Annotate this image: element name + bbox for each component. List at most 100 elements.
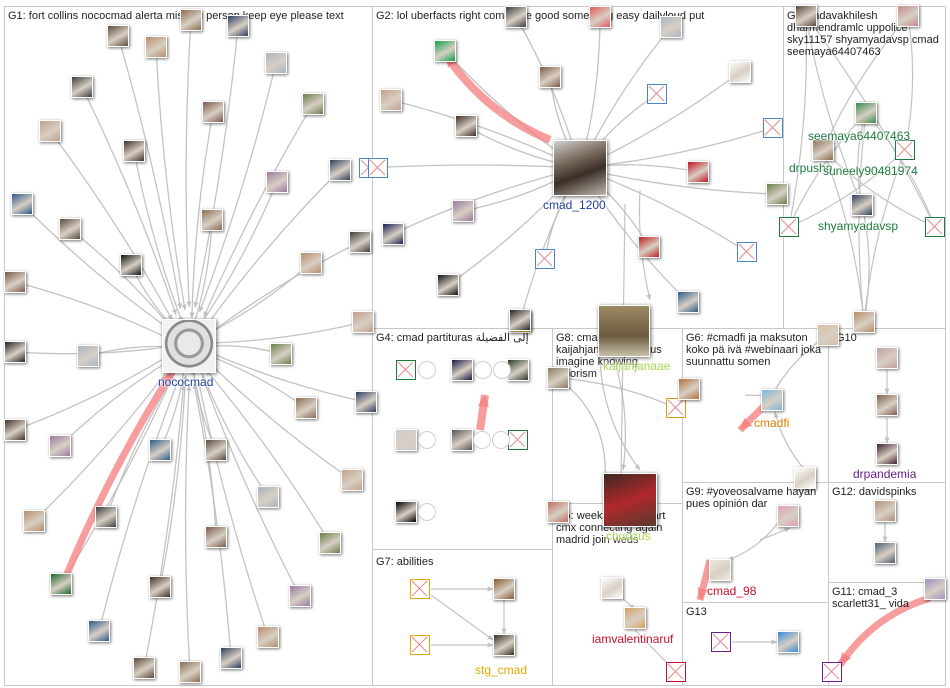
avatar-icon[interactable] xyxy=(876,394,898,416)
avatar-icon[interactable] xyxy=(4,419,26,441)
avatar-icon[interactable] xyxy=(874,542,896,564)
avatar-icon[interactable] xyxy=(257,626,279,648)
avatar-icon[interactable] xyxy=(897,5,919,27)
avatar-icon[interactable] xyxy=(677,291,699,313)
avatar-icon[interactable] xyxy=(23,510,45,532)
avatar-icon[interactable] xyxy=(145,36,167,58)
avatar-icon[interactable] xyxy=(4,271,26,293)
missing-image-icon[interactable] xyxy=(368,158,388,178)
missing-image-icon[interactable] xyxy=(895,140,915,160)
avatar-icon[interactable] xyxy=(505,6,527,28)
avatar-icon[interactable] xyxy=(795,5,817,27)
nococmad-avatar-icon[interactable] xyxy=(162,319,216,373)
avatar-icon[interactable] xyxy=(539,66,561,88)
missing-image-icon[interactable] xyxy=(396,360,416,380)
avatar-icon[interactable] xyxy=(270,343,292,365)
avatar-icon[interactable] xyxy=(876,443,898,465)
avatar-icon[interactable] xyxy=(266,171,288,193)
avatar-icon[interactable] xyxy=(349,231,371,253)
missing-image-icon[interactable] xyxy=(737,242,757,262)
avatar-icon[interactable] xyxy=(851,194,873,216)
missing-image-icon[interactable] xyxy=(711,632,731,652)
missing-image-icon[interactable] xyxy=(666,662,686,682)
avatar-icon[interactable] xyxy=(49,435,71,457)
avatar-icon[interactable] xyxy=(395,429,417,451)
avatar-icon[interactable] xyxy=(395,501,417,523)
avatar-icon[interactable] xyxy=(601,577,623,599)
avatar-icon[interactable] xyxy=(227,15,249,37)
avatar-icon[interactable] xyxy=(205,526,227,548)
avatar-icon[interactable] xyxy=(201,209,223,231)
avatar-icon[interactable] xyxy=(352,311,374,333)
avatar-icon[interactable] xyxy=(509,309,531,331)
avatar-icon[interactable] xyxy=(678,378,700,400)
avatar-icon[interactable] xyxy=(11,193,33,215)
avatar-icon[interactable] xyxy=(77,345,99,367)
cmad-1200-avatar-icon[interactable] xyxy=(553,140,607,196)
avatar-icon[interactable] xyxy=(95,506,117,528)
avatar-icon[interactable] xyxy=(709,559,731,581)
missing-image-icon[interactable] xyxy=(647,84,667,104)
avatar-icon[interactable] xyxy=(766,183,788,205)
avatar-icon[interactable] xyxy=(4,341,26,363)
avatar-icon[interactable] xyxy=(205,439,227,461)
avatar-icon[interactable] xyxy=(547,501,569,523)
avatar-icon[interactable] xyxy=(452,200,474,222)
missing-image-icon[interactable] xyxy=(410,579,430,599)
avatar-icon[interactable] xyxy=(817,324,839,346)
missing-image-icon[interactable] xyxy=(822,662,842,682)
avatar-icon[interactable] xyxy=(853,311,875,333)
avatar-icon[interactable] xyxy=(874,500,896,522)
avatar-icon[interactable] xyxy=(761,389,783,411)
avatar-icon[interactable] xyxy=(547,367,569,389)
avatar-icon[interactable] xyxy=(687,161,709,183)
avatar-icon[interactable] xyxy=(455,115,477,137)
avatar-icon[interactable] xyxy=(107,25,129,47)
avatar-icon[interactable] xyxy=(71,76,93,98)
avatar-icon[interactable] xyxy=(59,218,81,240)
avatar-icon[interactable] xyxy=(493,634,515,656)
avatar-icon[interactable] xyxy=(382,223,404,245)
missing-image-icon[interactable] xyxy=(508,430,528,450)
avatar-icon[interactable] xyxy=(319,532,341,554)
avatar-icon[interactable] xyxy=(660,16,682,38)
missing-image-icon[interactable] xyxy=(779,217,799,237)
avatar-icon[interactable] xyxy=(624,607,646,629)
avatar-icon[interactable] xyxy=(493,578,515,600)
avatar-icon[interactable] xyxy=(295,397,317,419)
avatar-icon[interactable] xyxy=(855,102,877,124)
avatar-icon[interactable] xyxy=(50,573,72,595)
avatar-icon[interactable] xyxy=(876,347,898,369)
avatar-icon[interactable] xyxy=(924,578,946,600)
avatar-icon[interactable] xyxy=(329,159,351,181)
avatar-icon[interactable] xyxy=(638,236,660,258)
missing-image-icon[interactable] xyxy=(666,398,686,418)
avatar-icon[interactable] xyxy=(149,439,171,461)
missing-image-icon[interactable] xyxy=(763,118,783,138)
avatar-icon[interactable] xyxy=(380,89,402,111)
avatar-icon[interactable] xyxy=(777,505,799,527)
avatar-icon[interactable] xyxy=(257,486,279,508)
avatar-icon[interactable] xyxy=(812,139,834,161)
avatar-icon[interactable] xyxy=(341,469,363,491)
avatar-icon[interactable] xyxy=(300,252,322,274)
avatar-icon[interactable] xyxy=(434,40,456,62)
missing-image-icon[interactable] xyxy=(535,249,555,269)
missing-image-icon[interactable] xyxy=(410,635,430,655)
chuuzus-avatar-icon[interactable] xyxy=(603,473,657,527)
missing-image-icon[interactable] xyxy=(925,217,945,237)
avatar-icon[interactable] xyxy=(355,391,377,413)
avatar-icon[interactable] xyxy=(149,576,171,598)
avatar-icon[interactable] xyxy=(123,140,145,162)
avatar-icon[interactable] xyxy=(302,93,324,115)
avatar-icon[interactable] xyxy=(729,61,751,83)
avatar-icon[interactable] xyxy=(133,657,155,679)
avatar-icon[interactable] xyxy=(451,429,473,451)
avatar-icon[interactable] xyxy=(39,120,61,142)
avatar-icon[interactable] xyxy=(451,359,473,381)
avatar-icon[interactable] xyxy=(179,661,201,683)
kaijahjanaae-avatar-icon[interactable] xyxy=(598,305,650,357)
avatar-icon[interactable] xyxy=(589,6,611,28)
avatar-icon[interactable] xyxy=(777,631,799,653)
avatar-icon[interactable] xyxy=(794,467,816,489)
